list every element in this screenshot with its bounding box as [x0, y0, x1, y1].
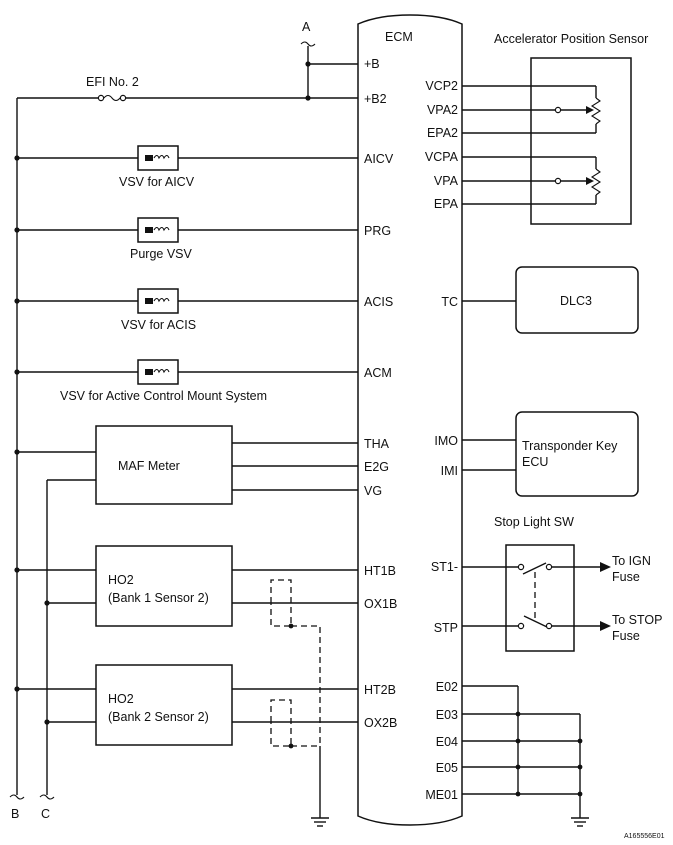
ho2-bank2: HO2 (Bank 2 Sensor 2): [14, 664, 358, 827]
pin-label: EPA: [434, 197, 459, 211]
ho2-bank2-sublabel: (Bank 2 Sensor 2): [108, 710, 209, 724]
pin-label: +B2: [364, 92, 387, 106]
transponder-key-ecu: Transponder Key ECU: [462, 411, 639, 497]
potentiometer-icon: [554, 157, 602, 204]
pin-label: TC: [441, 295, 458, 309]
vsv-acis: VSV for ACIS: [14, 288, 358, 332]
to-stop-label-1: To STOP: [612, 613, 662, 627]
pin-label: IMI: [441, 464, 458, 478]
stop-light-switch: Stop Light SW To IGN Fuse To STOP Fuse: [462, 515, 662, 652]
ground-icon: [571, 817, 589, 827]
arrow-right-icon: [600, 621, 611, 631]
arrow-right-icon: [600, 562, 611, 572]
pin-label: ME01: [425, 788, 458, 802]
pin-label: ST1-: [431, 560, 458, 574]
pin-label: ACIS: [364, 295, 393, 309]
pin-label: E04: [436, 735, 458, 749]
pin-label: ACM: [364, 366, 392, 380]
to-ign-label-2: Fuse: [612, 570, 640, 584]
ecm-title: ECM: [385, 30, 413, 44]
ho2-bank1-label: HO2: [108, 573, 134, 587]
pin-label: VCP2: [425, 79, 458, 93]
pin-label: HT2B: [364, 683, 396, 697]
vsv-acm-label: VSV for Active Control Mount System: [60, 389, 267, 403]
pin-label: E03: [436, 708, 458, 722]
pin-label: EPA2: [427, 126, 458, 140]
connector-b-label: B: [11, 807, 19, 821]
maf-meter: MAF Meter: [14, 425, 358, 505]
pin-label: VG: [364, 484, 382, 498]
pin-label: E02: [436, 680, 458, 694]
purge-vsv: Purge VSV: [14, 217, 358, 261]
vsv-aicv-label: VSV for AICV: [119, 175, 195, 189]
pin-label: OX2B: [364, 716, 397, 730]
efi-fuse-label: EFI No. 2: [86, 75, 139, 89]
pin-label: E2G: [364, 460, 389, 474]
vsv-acm: VSV for Active Control Mount System: [14, 359, 358, 403]
pin-label: VPA: [434, 174, 459, 188]
pin-label: IMO: [434, 434, 458, 448]
vsv-acis-label: VSV for ACIS: [121, 318, 196, 332]
to-ign-label-1: To IGN: [612, 554, 651, 568]
ho2-bank1-sublabel: (Bank 1 Sensor 2): [108, 591, 209, 605]
purge-vsv-label: Purge VSV: [130, 247, 193, 261]
maf-meter-label: MAF Meter: [118, 459, 180, 473]
stop-sw-label: Stop Light SW: [494, 515, 574, 529]
potentiometer-icon: [554, 86, 602, 133]
connector-c-label: C: [41, 807, 50, 821]
aps-label: Accelerator Position Sensor: [494, 32, 648, 46]
figure-id: A165556E01: [624, 833, 665, 840]
pin-label: PRG: [364, 224, 391, 238]
ho2-bank1: HO2 (Bank 1 Sensor 2): [14, 545, 358, 746]
ecm-left-pins: +B +B2 AICV PRG ACIS ACM THA E2G VG HT1B…: [364, 57, 397, 730]
ecm-box: ECM: [357, 14, 463, 826]
ground-wiring: [462, 685, 589, 827]
pin-label: VPA2: [427, 103, 458, 117]
power-supply: A EFI No. 2: [17, 20, 358, 102]
pin-label: +B: [364, 57, 380, 71]
pin-label: VCPA: [425, 150, 459, 164]
pin-label: OX1B: [364, 597, 397, 611]
vsv-aicv: VSV for AICV: [14, 145, 358, 189]
pin-label: E05: [436, 761, 458, 775]
pin-label: THA: [364, 437, 390, 451]
transponder-label-1: Transponder Key: [522, 439, 618, 453]
ho2-bank2-label: HO2: [108, 692, 134, 706]
transponder-label-2: ECU: [522, 455, 548, 469]
efi-fuse-icon: [97, 94, 127, 102]
bus-wires: B C: [9, 98, 96, 821]
ecm-right-pins: VCP2 VPA2 EPA2 VCPA VPA EPA TC IMO IMI S…: [425, 79, 459, 802]
to-stop-label-2: Fuse: [612, 629, 640, 643]
accelerator-position-sensor: Accelerator Position Sensor: [462, 32, 648, 225]
pin-label: AICV: [364, 152, 394, 166]
ground-icon: [311, 817, 329, 827]
connector-a-label: A: [302, 20, 311, 34]
pin-label: HT1B: [364, 564, 396, 578]
pin-label: STP: [434, 621, 458, 635]
dlc3-label: DLC3: [560, 294, 592, 308]
dlc3: DLC3: [462, 266, 639, 334]
